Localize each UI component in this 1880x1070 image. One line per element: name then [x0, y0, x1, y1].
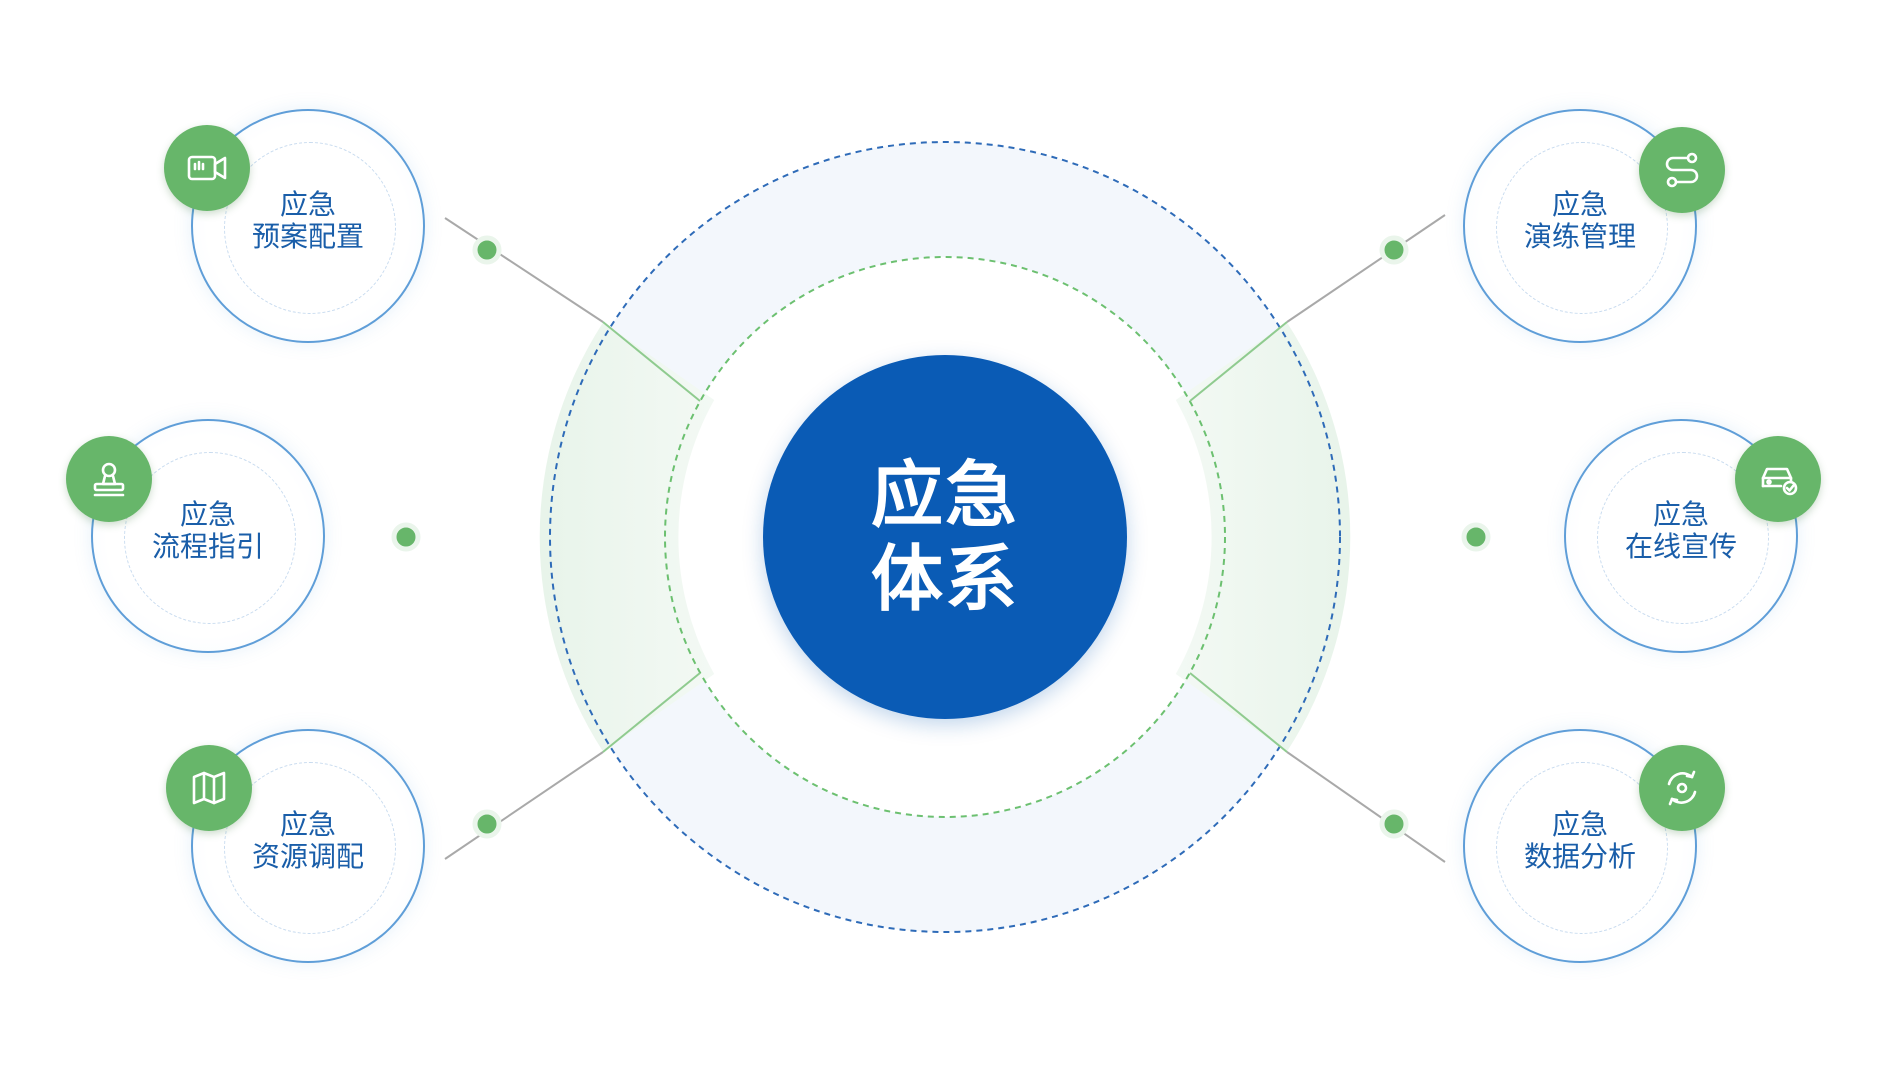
connector-dot-process-guide	[391, 522, 421, 552]
node-label: 应急 演练管理	[1465, 189, 1695, 253]
right-ring-sector	[1175, 322, 1351, 752]
refresh-target-icon	[1639, 745, 1725, 831]
node-label-line1: 应急	[1551, 808, 1608, 841]
node-inner-ring	[1496, 762, 1668, 934]
node-inner-ring	[1496, 142, 1668, 314]
connector-drill-management-outer	[1286, 214, 1446, 323]
connector-plan-config-outer	[444, 217, 604, 323]
node-label-line2: 演练管理	[1523, 220, 1636, 253]
connector-dot-drill-management	[1379, 235, 1409, 265]
core-title-line1: 应急	[870, 453, 1019, 537]
connector-plan-config-inner	[602, 321, 701, 402]
stamp-icon	[66, 436, 152, 522]
node-label-line1: 应急	[1551, 188, 1608, 221]
connectors	[444, 214, 1446, 863]
left-ring-sector	[539, 322, 715, 752]
node-inner-ring	[1597, 452, 1769, 624]
node-inner-ring	[224, 142, 396, 314]
node-label-line2: 预案配置	[251, 220, 364, 253]
connector-resource-dispatch-outer	[444, 751, 604, 860]
node-label-line1: 应急	[279, 808, 336, 841]
outer-dashed-ring	[549, 141, 1341, 933]
node-label: 应急 数据分析	[1465, 809, 1695, 873]
node-label: 应急 流程指引	[93, 499, 323, 563]
node-label-line1: 应急	[279, 188, 336, 221]
node-label: 应急 在线宣传	[1566, 499, 1796, 563]
node-label-line2: 在线宣传	[1624, 530, 1737, 563]
inner-dashed-ring	[664, 256, 1226, 818]
node-inner-ring	[224, 762, 396, 934]
vehicle-check-icon	[1735, 436, 1821, 522]
connector-dot-resource-dispatch	[472, 809, 502, 839]
node-label-line2: 流程指引	[151, 530, 264, 563]
connector-dots	[391, 235, 1491, 839]
connector-dot-online-publicity	[1461, 522, 1491, 552]
node-label-line1: 应急	[1652, 498, 1709, 531]
route-icon	[1639, 127, 1725, 213]
node-label: 应急 预案配置	[193, 189, 423, 253]
core-circle: 应急 体系	[763, 355, 1127, 719]
connector-data-analysis-outer	[1286, 751, 1446, 863]
core-title-line2: 体系	[870, 537, 1019, 621]
connector-drill-management-inner	[1189, 321, 1288, 402]
connector-data-analysis-inner	[1189, 672, 1288, 753]
connector-resource-dispatch-inner	[602, 672, 701, 753]
node-label: 应急 资源调配	[193, 809, 423, 873]
connector-dot-data-analysis	[1379, 809, 1409, 839]
connector-dot-plan-config	[472, 235, 502, 265]
node-label-line2: 资源调配	[251, 840, 364, 873]
video-camera-icon	[164, 125, 250, 211]
map-icon	[166, 745, 252, 831]
node-inner-ring	[124, 452, 296, 624]
node-label-line2: 数据分析	[1523, 840, 1636, 873]
node-label-line1: 应急	[179, 498, 236, 531]
